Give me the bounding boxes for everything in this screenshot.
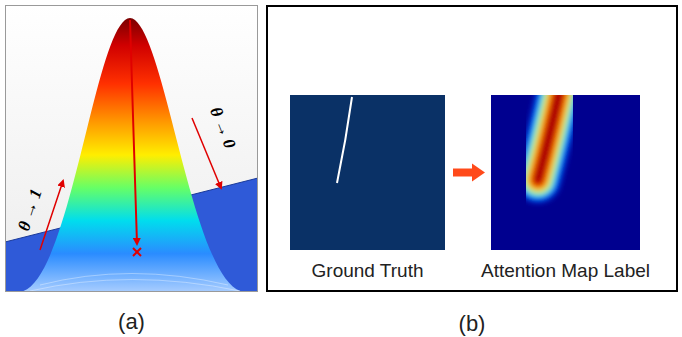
caption: Attention Map Label — [481, 260, 650, 282]
caption: (a) — [118, 309, 145, 335]
panel-box: (b)Ground TruthAttention Map Label — [266, 5, 678, 292]
image-panel: Attention Map Label — [491, 95, 640, 250]
image-panel: Ground Truth — [290, 95, 445, 250]
ground-truth-image — [290, 95, 445, 250]
caption: (b) — [459, 311, 486, 337]
caption: Ground Truth — [312, 260, 424, 282]
arrow-connector — [453, 164, 485, 182]
attention-map-image — [491, 85, 640, 250]
gaussian-surface — [6, 6, 257, 291]
